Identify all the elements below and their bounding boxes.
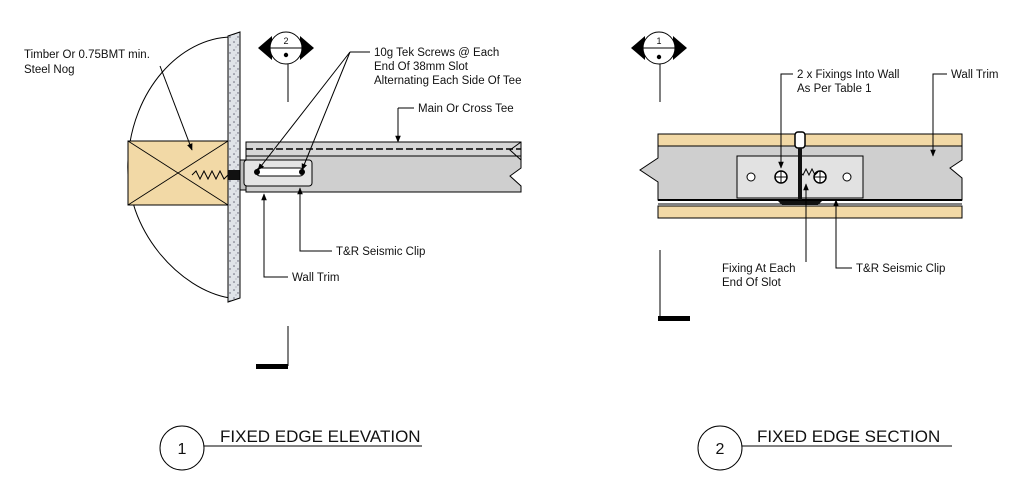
tek-screw-left <box>254 169 260 175</box>
vertical-tek-screw <box>778 131 822 205</box>
bottom-timber-layer <box>657 205 963 219</box>
detail-1-title-block: 1 FIXED EDGE ELEVATION <box>159 425 422 471</box>
clip-label-elevation: T&R Seismic Clip <box>336 246 425 258</box>
section-marker-1-number: 1 <box>656 36 661 46</box>
trim-label-elevation: Wall Trim <box>292 272 339 284</box>
nog-label-line-1: Timber Or 0.75BMT min. <box>24 49 150 61</box>
fixings-label-line-2: As Per Table 1 <box>797 83 872 95</box>
screws-label-line-1: 10g Tek Screws @ Each <box>374 47 499 59</box>
timber-nog-cross-2 <box>127 140 229 206</box>
screws-label-line-3: Alternating Each Side Of Tee <box>374 75 521 87</box>
detail-1-number: 1 <box>178 441 187 458</box>
detail-2-number: 2 <box>716 441 725 458</box>
section-marker-1: 1 <box>631 31 687 102</box>
concrete-wall <box>227 31 241 303</box>
detail-2-section: 1 2 x Fixings Into Wall As Per Table 1 W… <box>631 31 998 471</box>
tee-label: Main Or Cross Tee <box>418 103 514 115</box>
section-cut-mark-1 <box>256 326 289 369</box>
detail-1-elevation: 2 Timber Or 0.75BMT min. Steel Nog 10g T… <box>24 31 522 471</box>
section-marker-2-number: 2 <box>283 36 288 46</box>
section-marker-2: 2 <box>258 31 314 102</box>
detail-2-title: FIXED EDGE SECTION <box>757 427 940 446</box>
slot-label-line-1: Fixing At Each <box>722 263 796 275</box>
detail-2-title-block: 2 FIXED EDGE SECTION <box>697 425 952 471</box>
wall-fixing-screw <box>191 169 242 181</box>
nog-label-line-2: Steel Nog <box>24 64 75 76</box>
trim-label-section: Wall Trim <box>951 69 998 81</box>
section-cut-mark-2 <box>658 250 690 321</box>
top-timber-layer <box>657 133 963 147</box>
screws-label-line-2: End Of 38mm Slot <box>374 61 469 73</box>
main-cross-tee <box>245 141 522 193</box>
detail-1-title: FIXED EDGE ELEVATION <box>220 427 421 446</box>
seismic-clip-elevation <box>243 159 313 187</box>
slot-label-line-2: End Of Slot <box>722 277 782 289</box>
clip-label-section: T&R Seismic Clip <box>856 263 945 275</box>
fixings-label-line-1: 2 x Fixings Into Wall <box>797 69 899 81</box>
